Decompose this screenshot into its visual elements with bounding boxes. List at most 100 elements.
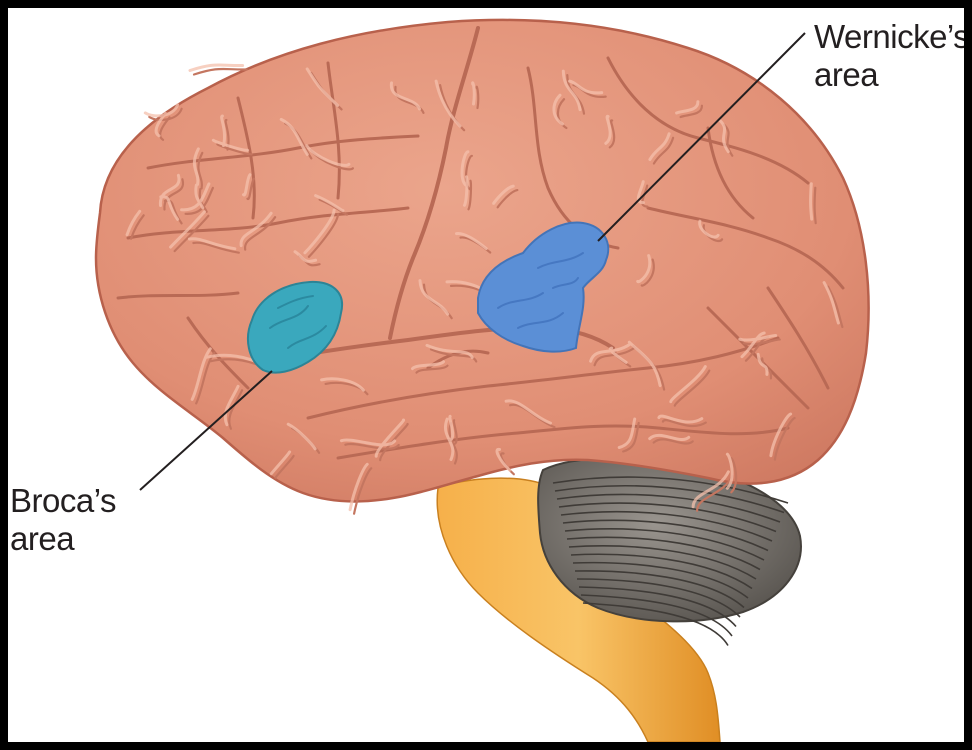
gyrus-highlight-stroke (455, 231, 488, 250)
wernicke-label-line1: Wernicke’s (814, 18, 964, 55)
gyrus-sulcus-stroke (216, 143, 253, 156)
gyrus-sulcus-stroke (475, 85, 480, 110)
gyrus-sulcus-stroke (192, 241, 240, 254)
gyrus-sulcus-stroke (228, 389, 244, 430)
gyrus-sulcus-stroke (274, 454, 295, 479)
gyrus-highlight-stroke (669, 365, 707, 404)
gyrus-sulcus-stroke (464, 154, 473, 191)
gyrus-sulcus-stroke (773, 416, 796, 461)
gyrus-sulcus-stroke (813, 186, 817, 225)
gyrus-highlight-stroke (740, 331, 766, 359)
gyrus-highlight-stroke (561, 69, 582, 112)
gyrus-highlight-stroke (492, 184, 515, 205)
gyrus-highlight-stroke (223, 384, 240, 427)
gyrus-highlight-stroke (418, 279, 450, 316)
gyrus-sulcus-stroke (622, 421, 640, 453)
gyrus-highlight-stroke (691, 470, 730, 509)
cerebellum-folium (580, 594, 733, 637)
gyrus-highlight-stroke (169, 210, 206, 249)
gyrus-sulcus-stroke (379, 422, 409, 462)
gyrus-highlight-stroke (769, 412, 793, 458)
gyrus-sulcus-stroke (723, 123, 734, 157)
gyrus-highlight-stroke (374, 418, 406, 458)
cerebellum-folium (552, 476, 789, 504)
gyrus-highlight-stroke (190, 347, 212, 401)
cerebellum-folium (558, 502, 777, 533)
gyrus-sulcus-stroke (429, 348, 478, 363)
cerebellum-folium (562, 519, 769, 552)
gyrus-highlight-stroke (211, 138, 250, 152)
gyrus-sulcus-stroke (661, 419, 707, 428)
gyrus-highlight-stroke (425, 343, 474, 359)
cerebellum-folium (582, 602, 729, 646)
cerebrum (94, 18, 870, 503)
gyrus-highlight-stroke (305, 67, 340, 107)
gyrus-sulcus-stroke (415, 364, 449, 374)
gyrus-highlight-stroke (158, 173, 181, 207)
gyrus-highlight-stroke (809, 182, 814, 221)
broca-area (247, 280, 344, 374)
gyrus-highlight-stroke (627, 340, 662, 388)
gyrus-highlight-stroke (608, 346, 628, 364)
gyrus-sulcus-stroke (353, 467, 373, 515)
wernicke-area-label: Wernicke’s area (814, 18, 964, 94)
gyrus-sulcus-stroke (394, 85, 425, 114)
broca-label-line2: area (10, 520, 75, 557)
gyrus-highlight-stroke (269, 450, 292, 476)
gyrus-highlight-stroke (675, 100, 700, 115)
cerebellum-folium (570, 553, 753, 590)
gyrus-highlight-stroke (448, 414, 455, 442)
gyrus-highlight-stroke (568, 79, 604, 95)
gyrus-highlight-stroke (293, 250, 318, 263)
gyrus-sulcus-stroke (556, 98, 568, 130)
gyrus-sulcus-stroke (652, 438, 694, 445)
gyrus-highlight-stroke (636, 180, 645, 205)
gyrus-highlight-stroke (648, 433, 691, 441)
cerebellum-folium (568, 545, 757, 580)
gyrus-highlight-stroke (504, 399, 552, 425)
gyrus-sulcus-stroke (197, 151, 204, 190)
cerebellum-folium (574, 570, 745, 609)
gyrus-sulcus-stroke (730, 457, 738, 494)
gyrus-highlight-stroke (617, 417, 637, 449)
gyrus-sulcus-stroke (679, 104, 704, 119)
wernicke-area-texture (497, 252, 584, 329)
gyrus-highlight-stroke (188, 63, 245, 72)
gyrus-highlight-stroke (411, 360, 445, 371)
gyrus-highlight-stroke (718, 119, 730, 154)
gyrus-sulcus-stroke (192, 67, 248, 76)
gyrus-sulcus-stroke (173, 214, 210, 253)
gyrus-sulcus-stroke (344, 442, 400, 450)
gyrus-highlight-stroke (552, 93, 564, 126)
gyrus-sulcus-stroke (448, 422, 458, 465)
cerebellum (537, 457, 802, 646)
gyrus-highlight-stroke (305, 144, 351, 167)
gyri-highlights (125, 63, 840, 512)
broca-area-label: Broca’s area (10, 482, 116, 558)
gyrus-sulcus-stroke (324, 381, 369, 396)
wernicke-label-line2: area (814, 56, 879, 93)
gyrus-highlight-stroke (636, 254, 652, 284)
gyrus-highlight-stroke (589, 342, 632, 363)
gyrus-sulcus-stroke (593, 346, 636, 367)
cerebellum-folium (556, 493, 781, 523)
gyrus-sulcus-stroke (184, 186, 214, 215)
gyrus-highlight-stroke (303, 208, 336, 255)
gyrus-sulcus-stroke (244, 216, 277, 251)
cerebellum-folium (576, 578, 741, 618)
gyrus-highlight-stroke (756, 352, 769, 376)
gyrus-highlight-stroke (348, 462, 369, 512)
broca-label-line1: Broca’s (10, 482, 116, 519)
gyrus-highlight-stroke (648, 132, 671, 161)
gyrus-highlight-stroke (180, 182, 211, 212)
figure-canvas: Wernicke’s area Broca’s area (8, 8, 964, 742)
gyrus-highlight-stroke (125, 209, 142, 237)
gyrus-highlight-stroke (471, 81, 476, 106)
gyrus-sulcus-stroke (608, 119, 616, 149)
gyrus-highlight-stroke (725, 452, 734, 490)
gyrus-highlight-stroke (220, 114, 226, 148)
cerebellum-folium (578, 586, 737, 628)
gyrus-highlight-stroke (239, 211, 273, 248)
gyrus-highlight-stroke (460, 150, 470, 188)
